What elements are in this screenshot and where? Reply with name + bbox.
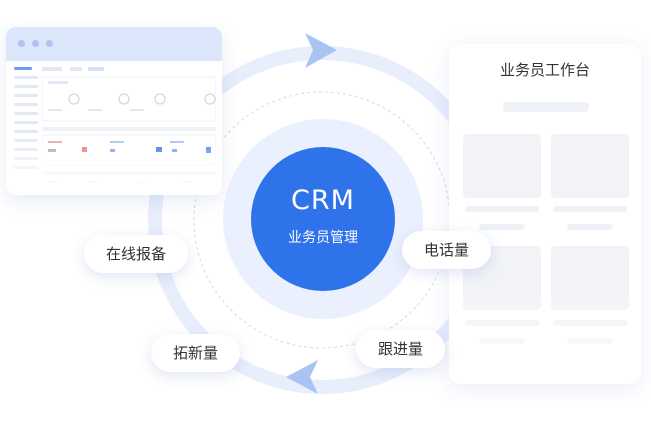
label-follow-volume: 跟进量	[356, 330, 446, 368]
arrow-bottom-icon	[286, 360, 318, 394]
crm-core-circle: CRM 业务员管理	[251, 147, 395, 291]
window-dot-icon	[18, 40, 25, 47]
placeholder-card	[463, 134, 541, 198]
label-new-volume: 拓新量	[151, 334, 241, 372]
label-online-report: 在线报备	[84, 235, 189, 273]
workbench-title: 业务员工作台	[499, 61, 590, 79]
window-dot-icon	[46, 40, 53, 47]
arrow-top-icon	[305, 33, 337, 68]
placeholder-bar	[503, 102, 589, 112]
core-title: CRM	[291, 185, 355, 216]
core-subtitle: 业务员管理	[288, 230, 358, 246]
window-titlebar	[6, 27, 222, 61]
label-phone-volume: 电话量	[402, 231, 492, 269]
salesperson-workbench-mockup: 业务员工作台	[449, 44, 641, 384]
placeholder-card	[551, 134, 629, 198]
window-dot-icon	[32, 40, 39, 47]
crm-app-mockup	[6, 27, 222, 195]
